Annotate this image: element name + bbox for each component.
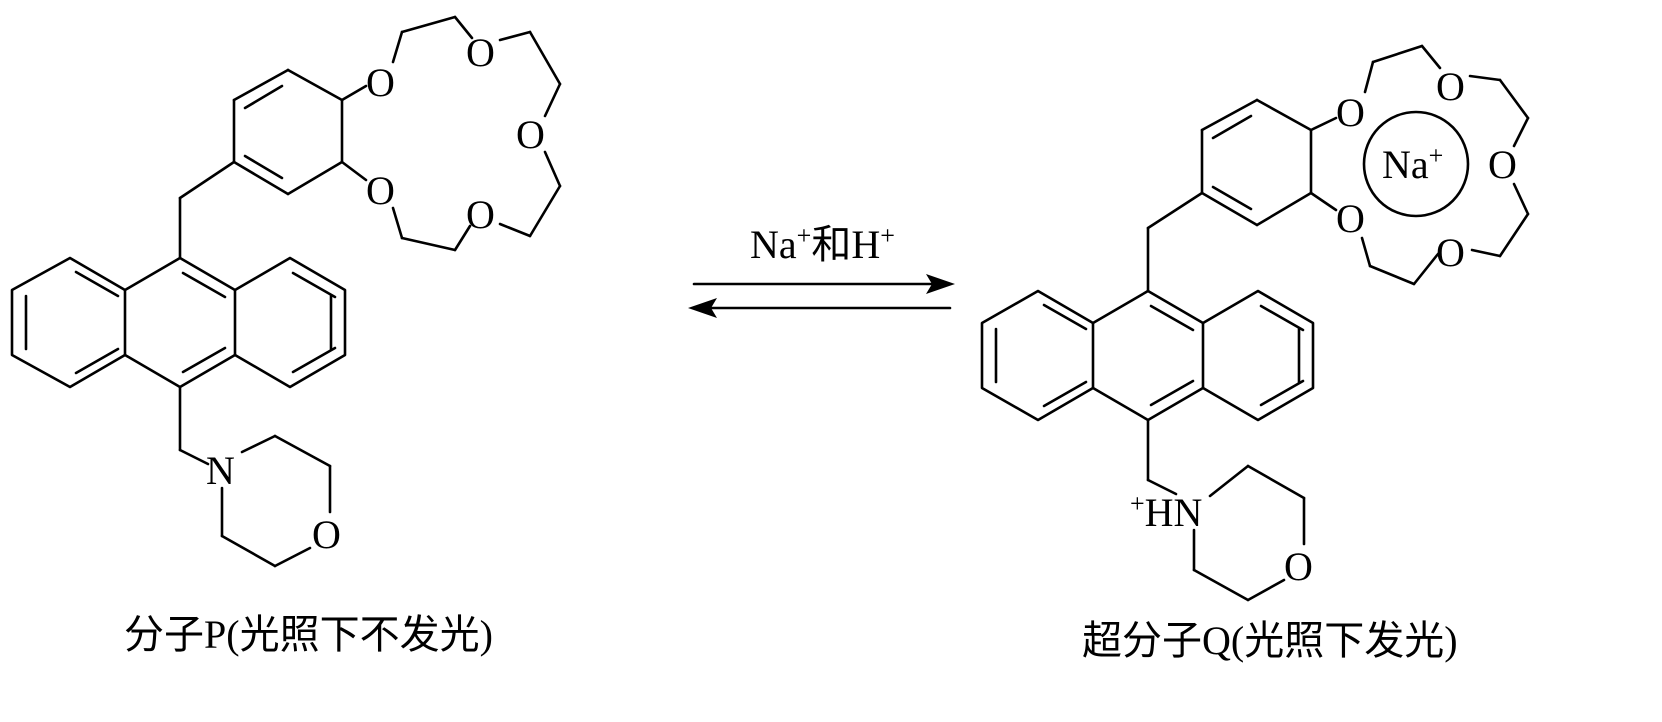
sodium-ion-label: Na+ — [1382, 141, 1443, 187]
ammonium-label: +HN — [1130, 489, 1202, 535]
molecule-p: O O O O O N O 分子P(光照下不发光) — [10, 15, 562, 657]
reagent-hydrogen-charge: + — [880, 221, 895, 250]
crown-oxygen-1: O — [1336, 90, 1365, 135]
reagent-hydrogen: H — [851, 222, 880, 267]
sodium-ion-symbol: Na — [1382, 142, 1429, 187]
forward-arrow-head — [926, 274, 955, 294]
crown-oxygen-4: O — [1436, 230, 1465, 275]
reverse-arrow-head — [688, 298, 717, 318]
molecule-p-caption: 分子P(光照下不发光) — [124, 612, 493, 657]
crown-oxygen-5: O — [366, 168, 395, 213]
molecule-q-bonds — [980, 44, 1530, 602]
equilibrium-arrows: Na+和H+ — [688, 221, 955, 318]
molecule-q-atoms: O O O O O Na+ +HN O — [1130, 64, 1517, 589]
molecule-q-caption: 超分子Q(光照下发光) — [1082, 618, 1458, 663]
crown-oxygen-2: O — [1436, 64, 1465, 109]
crown-oxygen-5: O — [1336, 196, 1365, 241]
molecule-q: O O O O O Na+ +HN O 超分子Q(光照下发光) — [980, 44, 1530, 663]
sodium-ion-circle — [1362, 110, 1470, 218]
crown-oxygen-3: O — [1488, 142, 1517, 187]
ammonium-hn: HN — [1145, 490, 1203, 535]
sodium-ion-charge: + — [1429, 141, 1444, 170]
crown-oxygen-3: O — [516, 112, 545, 157]
reagent-sodium: Na — [750, 222, 797, 267]
molecule-p-atoms: O O O O O N O — [206, 30, 545, 557]
morpholine-oxygen: O — [1284, 544, 1313, 589]
morpholine-oxygen: O — [312, 512, 341, 557]
crown-oxygen-2: O — [466, 30, 495, 75]
reagent-conjunction: 和 — [811, 222, 851, 267]
molecule-p-bonds — [10, 15, 562, 568]
reaction-conditions: Na+和H+ — [750, 221, 895, 267]
amine-nitrogen: N — [206, 448, 235, 493]
reagent-sodium-charge: + — [797, 221, 812, 250]
ammonium-charge: + — [1130, 489, 1145, 518]
crown-oxygen-1: O — [366, 60, 395, 105]
crown-oxygen-4: O — [466, 192, 495, 237]
